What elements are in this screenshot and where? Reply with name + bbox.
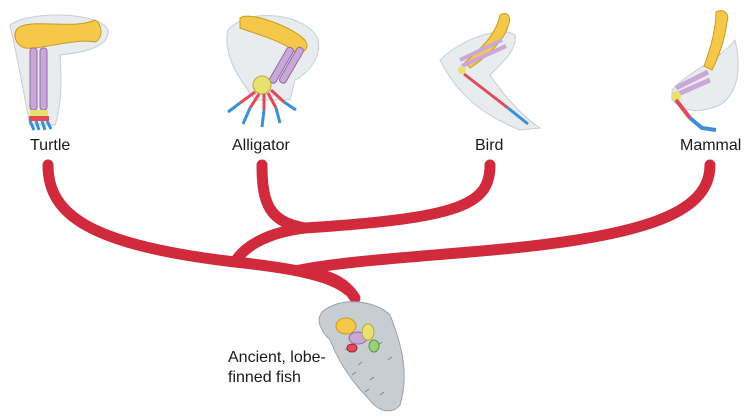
turtle-ulna	[40, 48, 47, 110]
mammal-limb-illustration	[671, 11, 738, 130]
fish-distal-bone	[369, 340, 379, 352]
mammal-label: Mammal	[680, 137, 741, 155]
turtle-radius	[30, 48, 37, 110]
mammal-carpals	[671, 91, 681, 101]
alligator-branch	[262, 165, 305, 228]
ancestor-label-line2: finned fish	[228, 368, 328, 388]
bird-limb-illustration	[440, 13, 540, 130]
turtle-label: Turtle	[30, 137, 70, 155]
bird-carpals	[458, 66, 466, 74]
fish-fin-scales	[319, 302, 404, 411]
turtle-limb-illustration	[10, 15, 108, 130]
ancestor-label-line1: Ancient, lobe-	[228, 348, 328, 368]
alligator-limb-illustration	[227, 16, 319, 127]
mammal-branch	[300, 165, 710, 270]
turtle-carpals	[30, 110, 48, 116]
lobe-finned-fish-fin-illustration	[319, 302, 404, 411]
fish-ulna-bone	[362, 324, 374, 340]
alligator-phalanges	[228, 102, 296, 127]
alligator-label: Alligator	[232, 137, 290, 155]
fish-small-bone	[347, 344, 357, 352]
phylogenetic-tree	[48, 165, 710, 298]
bird-label: Bird	[475, 137, 503, 155]
alligator-carpals	[253, 76, 271, 94]
turtle-metacarpals	[29, 116, 49, 121]
ancestor-label: Ancient, lobe- finned fish	[228, 348, 328, 388]
mammal-phalanges	[690, 118, 716, 130]
fish-humerus-bone	[336, 318, 356, 334]
